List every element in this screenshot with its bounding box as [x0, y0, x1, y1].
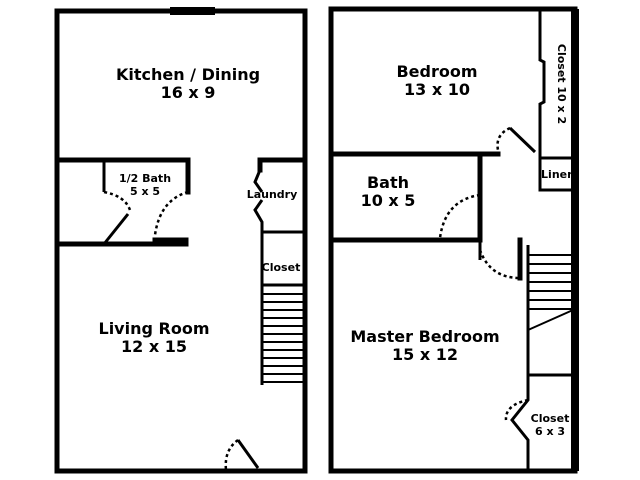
- bedroom-label: Bedroom: [396, 62, 477, 81]
- closet-6x3-size: 6 x 3: [535, 425, 565, 438]
- living-room-label: Living Room: [99, 319, 210, 338]
- half-bath-label: 1/2 Bath: [119, 172, 171, 185]
- bath-size: 10 x 5: [361, 191, 416, 210]
- bath-label: Bath: [367, 173, 409, 192]
- laundry-label: Laundry: [247, 188, 298, 201]
- closet-10x2-label: Closet 10 x 2: [555, 44, 568, 124]
- linen-label: Linen: [541, 168, 575, 181]
- kitchen-label: Kitchen / Dining: [116, 65, 260, 84]
- stairs-upper: [527, 254, 574, 331]
- kitchen-wall: [54, 157, 191, 195]
- stairs: [262, 293, 303, 383]
- living-room-size: 12 x 15: [121, 337, 187, 356]
- first-floor-plan: Kitchen / Dining 16 x 9 1/2 Bath 5 x 5 L…: [54, 7, 308, 474]
- kitchen-size: 16 x 9: [161, 83, 216, 102]
- closet-label: Closet: [262, 261, 301, 274]
- front-door: [236, 439, 260, 469]
- half-bath-size: 5 x 5: [130, 185, 160, 198]
- master-bedroom-label: Master Bedroom: [350, 327, 499, 346]
- closet-6x3-label: Closet: [531, 412, 570, 425]
- second-floor-plan: Bedroom 13 x 10 Closet 10 x 2 Linen Bath…: [328, 6, 579, 474]
- master-bedroom-size: 15 x 12: [392, 345, 458, 364]
- bedroom-size: 13 x 10: [404, 80, 470, 99]
